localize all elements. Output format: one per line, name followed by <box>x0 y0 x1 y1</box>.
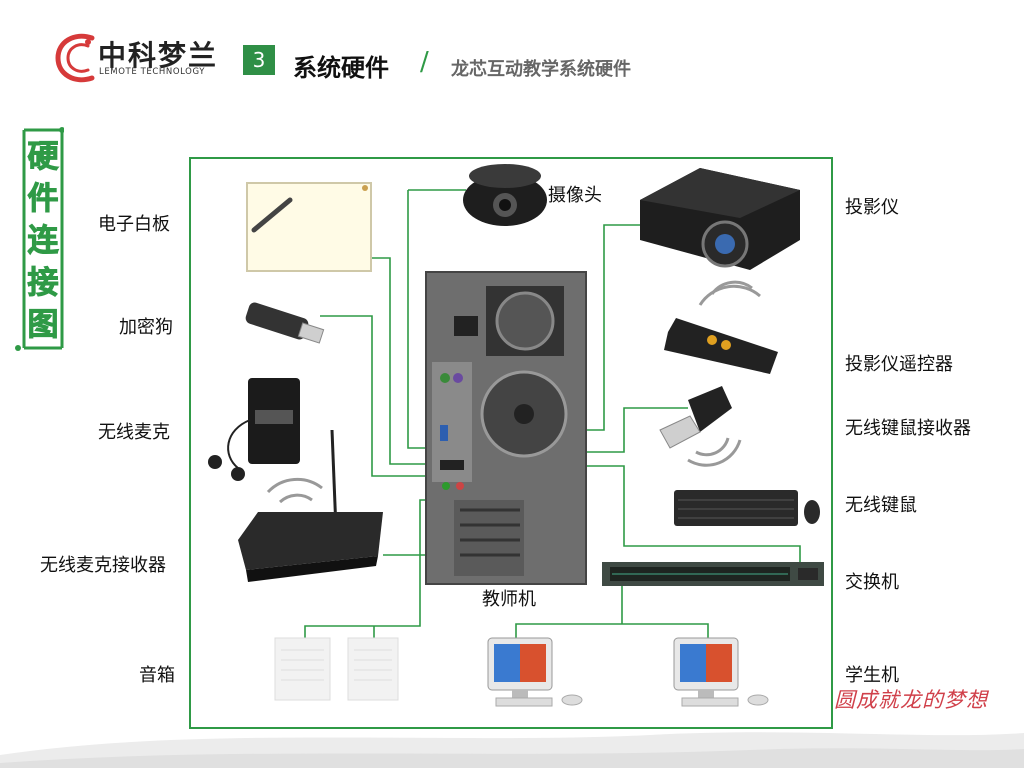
diagram-frame <box>189 157 833 729</box>
label-projector-remote: 投影仪遥控器 <box>845 354 953 375</box>
label-kb-mouse-receiver: 无线键鼠接收器 <box>845 418 971 439</box>
bottom-wave-icon <box>0 732 1024 768</box>
label-camera: 摄像头 <box>548 185 602 206</box>
label-projector: 投影仪 <box>845 197 899 218</box>
side-tab-char: 件 <box>27 181 59 217</box>
label-student-pc: 学生机 <box>845 665 899 686</box>
label-dongle: 加密狗 <box>119 317 173 338</box>
slogan-text: 圆成就龙的梦想 <box>834 688 988 712</box>
logo-chinese-text: 中科梦兰 <box>98 39 219 72</box>
label-speakers: 音箱 <box>139 665 175 686</box>
label-mic-receiver: 无线麦克接收器 <box>40 555 166 576</box>
section-number-badge: 3 <box>243 45 275 75</box>
label-teacher-pc: 教师机 <box>482 589 536 610</box>
side-tab-char: 接 <box>27 265 59 301</box>
side-tab: 硬 件 连 接 图 <box>14 124 64 354</box>
logo-english-text: LEMOTE TECHNOLOGY <box>99 67 206 77</box>
section-title: 系统硬件 <box>293 54 389 82</box>
label-wireless-keyboard: 无线键鼠 <box>845 495 917 516</box>
side-tab-char: 连 <box>27 223 59 259</box>
side-tab-char: 图 <box>27 307 59 343</box>
page-subtitle: 龙芯互动教学系统硬件 <box>451 59 631 80</box>
label-whiteboard: 电子白板 <box>98 214 170 235</box>
side-tab-char: 硬 <box>27 139 59 175</box>
label-switch: 交换机 <box>845 572 899 593</box>
lemote-logo-icon <box>55 33 95 83</box>
label-wireless-mic: 无线麦克 <box>98 422 170 443</box>
side-tab-bracket-icon <box>15 127 64 351</box>
title-separator: / <box>420 47 429 77</box>
